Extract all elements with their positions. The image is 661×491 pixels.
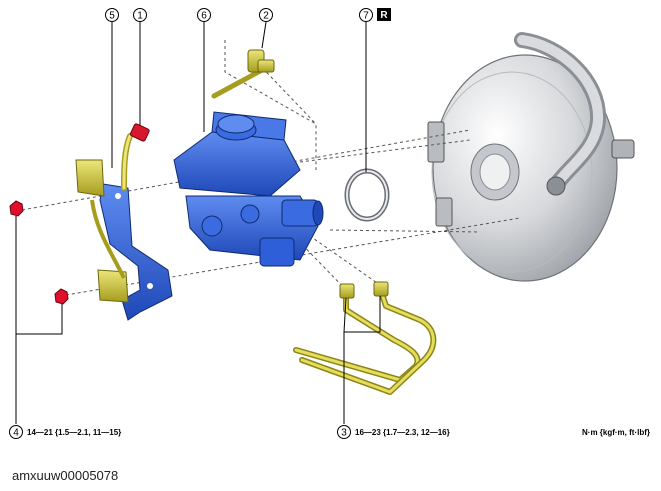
callout-1: 1 [133,8,147,22]
svg-text:6: 6 [201,11,207,22]
brake-booster [427,32,635,282]
callout-6: 6 [197,8,211,22]
fluid-hose [121,123,150,191]
svg-text:3: 3 [341,428,347,439]
master-cylinder [173,111,324,267]
callout-4: 4 [9,425,23,439]
callout-3: 3 [337,425,351,439]
pipe-fitting [211,49,275,99]
figure-code: amxuuw00005078 [12,468,119,483]
torque-spec-pipes: 16—23 {1.7—2.3, 12—16} [355,428,450,437]
brake-pipes [293,281,437,395]
svg-text:5: 5 [109,11,115,22]
svg-text:1: 1 [137,11,143,22]
torque-units: N·m {kgf·m, ft·lbf} [582,428,650,437]
svg-text:2: 2 [263,11,269,22]
svg-text:4: 4 [13,428,19,439]
mounting-nut-upper [9,200,24,217]
callout-5: 5 [105,8,119,22]
callout-2: 2 [259,8,273,22]
callout-7: 7 [359,8,373,22]
o-ring-seal [344,168,390,222]
mounting-bracket [75,159,173,321]
svg-text:R: R [380,10,388,21]
mounting-nut-lower [54,288,69,305]
svg-text:7: 7 [363,11,369,22]
callout-leaders [15,21,381,424]
replace-badge: R [377,8,391,21]
torque-spec-nuts: 14—21 {1.5—2.1, 11—15} [27,428,121,437]
